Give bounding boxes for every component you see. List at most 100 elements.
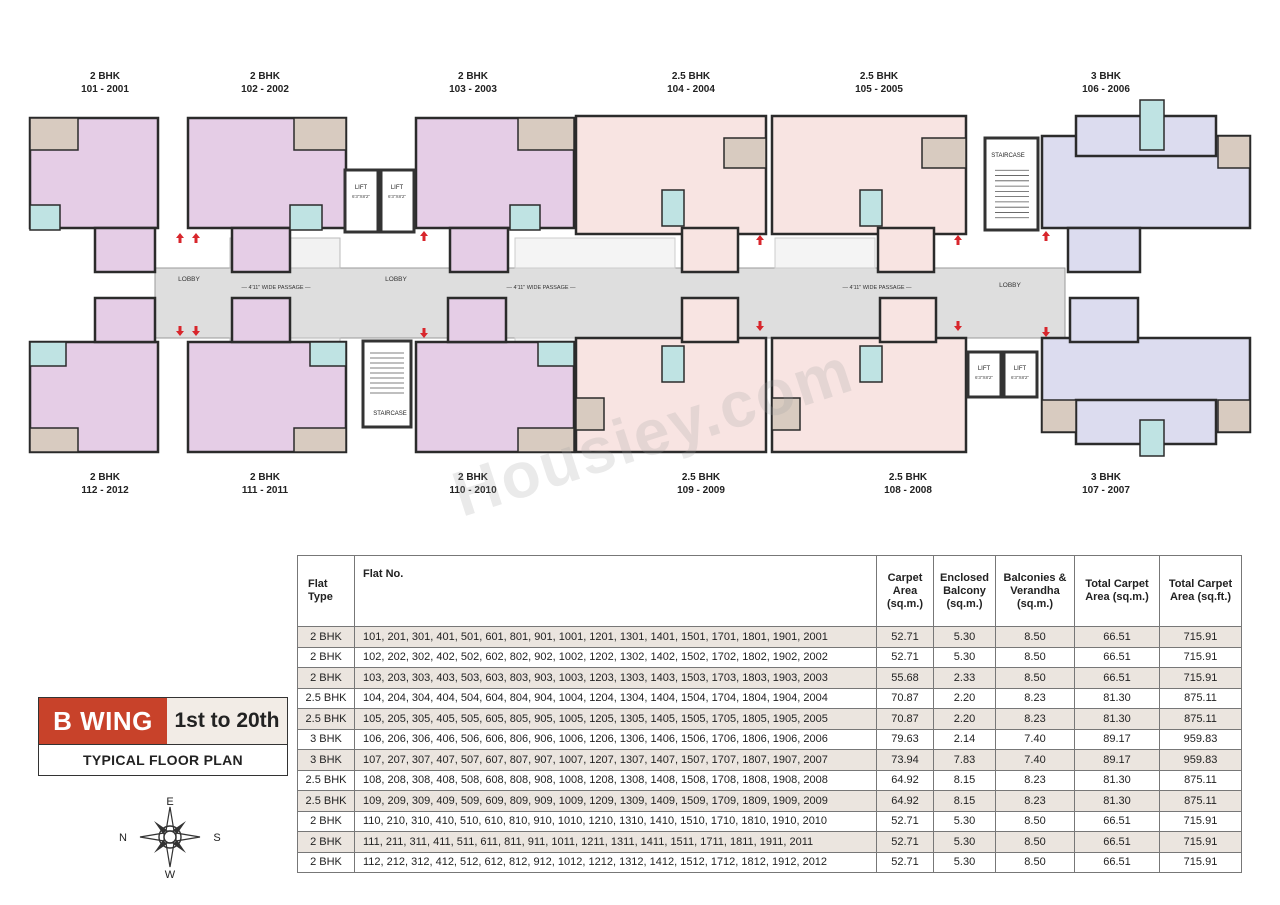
floor-range: 1st to 20th	[167, 698, 287, 744]
entry-arrow-icon	[192, 326, 200, 336]
unit-108-toilet	[859, 345, 883, 383]
unit-101-toilet	[29, 204, 61, 231]
cell-flat-no: 105, 205, 305, 405, 505, 605, 805, 905, …	[354, 708, 877, 730]
compass-west: W	[165, 869, 176, 879]
cell-value: 8.23	[995, 708, 1075, 730]
unit-109-toilet	[661, 345, 685, 383]
cell-value: 70.87	[876, 687, 934, 709]
cell-value: 8.23	[995, 790, 1075, 812]
cell-flat-no: 111, 211, 311, 411, 511, 611, 811, 911, …	[354, 831, 877, 853]
cell-value: 2.14	[933, 728, 996, 750]
cell-value: 715.91	[1159, 831, 1242, 853]
unit-104-toilet	[661, 189, 685, 227]
lift-shaft-3	[966, 350, 1003, 399]
staircase-right: STAIRCASE	[983, 136, 1040, 232]
cell-value: 715.91	[1159, 646, 1242, 668]
cell-value: 70.87	[876, 708, 934, 730]
cell-flat-type: 3 BHK	[297, 728, 355, 750]
entry-arrow-icon	[420, 231, 428, 241]
cell-flat-type: 2 BHK	[297, 646, 355, 668]
lift-size-2: 6'3"X8'2"	[388, 194, 406, 199]
cell-value: 8.15	[933, 790, 996, 812]
lift-size-1: 6'3"X8'2"	[352, 194, 370, 199]
cell-flat-type: 2 BHK	[297, 810, 355, 832]
staircase-label-left: STAIRCASE	[373, 411, 407, 417]
cell-value: 8.50	[995, 626, 1075, 648]
cell-flat-type: 2 BHK	[297, 851, 355, 873]
unit-106-kitchen	[1066, 226, 1142, 274]
unit-105-balcony	[921, 137, 967, 169]
lift-size-4: 6'3"X8'2"	[1011, 375, 1029, 380]
unit-108-balcony	[771, 397, 801, 431]
cell-value: 959.83	[1159, 728, 1242, 750]
area-table-header: Flat Type Flat No. Carpet Area (sq.m.) E…	[297, 555, 1242, 627]
lift-size-3: 6'3"X8'2"	[975, 375, 993, 380]
cell-value: 2.20	[933, 708, 996, 730]
cell-value: 2.20	[933, 687, 996, 709]
unit-107-balcony-2	[1217, 399, 1251, 433]
entry-arrow-icon	[420, 328, 428, 338]
cell-value: 5.30	[933, 831, 996, 853]
cell-flat-no: 109, 209, 309, 409, 509, 609, 809, 909, …	[354, 790, 877, 812]
unit-102-balcony	[293, 117, 347, 151]
unit-104-kitchen	[680, 226, 740, 274]
compass-east: E	[166, 796, 173, 808]
unit-106-balcony	[1217, 135, 1251, 169]
unit-105-toilet	[859, 189, 883, 227]
unit-109-kitchen	[680, 296, 740, 344]
cell-value: 66.51	[1074, 831, 1160, 853]
cell-flat-type: 2 BHK	[297, 831, 355, 853]
floor-plan-drawing: LIFT LIFT 6'3"X8'2" 6'3"X8'2" LIFT LIFT …	[28, 99, 1252, 457]
floor-plan: LIFT LIFT 6'3"X8'2" 6'3"X8'2" LIFT LIFT …	[28, 71, 1252, 530]
cell-value: 875.11	[1159, 769, 1242, 791]
entry-arrow-icon	[1042, 231, 1050, 241]
cell-value: 52.71	[876, 810, 934, 832]
lobby-label-2: LOBBY	[385, 276, 407, 283]
cell-value: 715.91	[1159, 626, 1242, 648]
unit-107-toilet	[1139, 419, 1165, 457]
unit-111-balcony	[293, 427, 347, 453]
cell-flat-type: 3 BHK	[297, 749, 355, 771]
cell-value: 52.71	[876, 851, 934, 873]
col-flat-type: Flat Type	[297, 555, 355, 627]
cell-value: 66.51	[1074, 667, 1160, 689]
cell-value: 715.91	[1159, 667, 1242, 689]
cell-value: 715.91	[1159, 851, 1242, 873]
unit-102-kitchen	[230, 226, 292, 274]
cell-value: 81.30	[1074, 708, 1160, 730]
cell-value: 89.17	[1074, 749, 1160, 771]
wing-badge: B WING 1st to 20th TYPICAL FLOOR PLAN	[38, 697, 288, 776]
cell-value: 7.40	[995, 749, 1075, 771]
cell-value: 7.40	[995, 728, 1075, 750]
cell-flat-type: 2.5 BHK	[297, 708, 355, 730]
wing-name: B WING	[39, 698, 167, 744]
cell-value: 73.94	[876, 749, 934, 771]
unit-101-kitchen	[93, 226, 157, 274]
unit-104-balcony	[723, 137, 767, 169]
passage-label-1: — 4'11" WIDE PASSAGE —	[241, 285, 311, 291]
compass-north: N	[119, 832, 127, 844]
cell-value: 81.30	[1074, 790, 1160, 812]
cell-value: 875.11	[1159, 687, 1242, 709]
unit-110-kitchen	[446, 296, 508, 344]
cell-value: 715.91	[1159, 810, 1242, 832]
unit-109-balcony	[575, 397, 605, 431]
cell-value: 959.83	[1159, 749, 1242, 771]
cell-value: 52.71	[876, 626, 934, 648]
unit-103-kitchen	[448, 226, 510, 274]
cell-flat-type: 2.5 BHK	[297, 687, 355, 709]
cell-value: 8.50	[995, 831, 1075, 853]
